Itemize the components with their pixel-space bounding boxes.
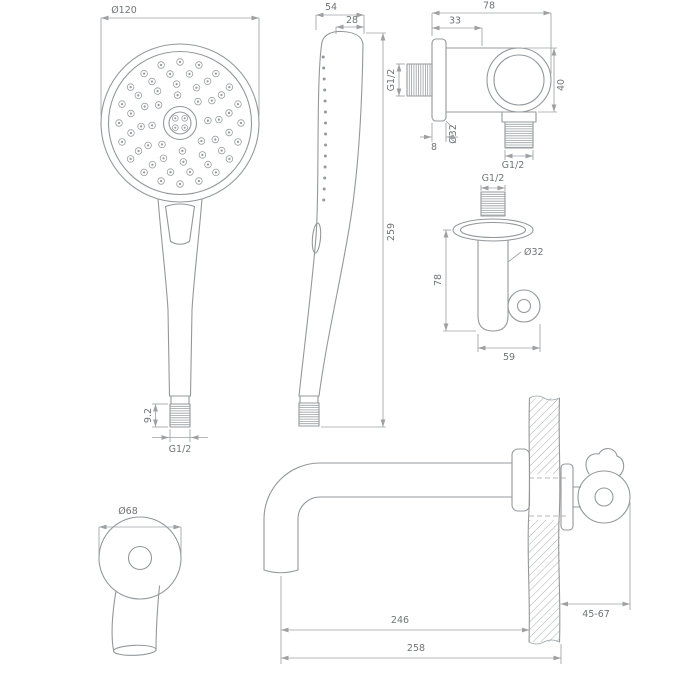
dim-spout-total-length: 258	[281, 643, 562, 664]
dim-holder-projection: 59	[477, 324, 541, 363]
wall-break-top	[529, 395, 560, 401]
dim-holder-height: 78	[433, 229, 476, 332]
wall-rosette	[431, 38, 447, 122]
dim-head-diameter: Ø120	[100, 5, 260, 116]
wall-front-face	[527, 397, 531, 643]
spray-nozzles-side	[321, 55, 328, 202]
dim-label-spout-rosette-diameter: Ø68	[118, 506, 138, 517]
dim-label-rosette-depth: 8	[431, 142, 437, 153]
spout-tube-inner	[297, 496, 513, 571]
handle	[157, 198, 203, 405]
inlet-thread	[406, 63, 433, 97]
spout-rosette	[98, 516, 182, 600]
holder-clip-hub	[516, 298, 532, 314]
dim-label-connection-thread: G1/2	[169, 444, 192, 455]
dim-body-height: 40	[524, 47, 567, 113]
dim-neck-depth: 28	[335, 15, 365, 34]
dim-label-inlet-thread: G1/2	[386, 69, 397, 92]
wall-break-bottom	[528, 639, 560, 645]
dim-label-holder-rosette-diameter: Ø32	[524, 247, 544, 258]
mode-button-side	[311, 222, 322, 254]
dim-spout-reach: 246	[280, 576, 530, 664]
connection-thread	[169, 403, 191, 428]
shower-holder-view: G1/2 Ø32 78 59	[433, 173, 544, 363]
dim-body-offset: 33	[432, 16, 483, 46]
dim-connection-thread: G1/2	[152, 429, 208, 455]
spout-front-view: Ø68	[98, 506, 182, 656]
shower-head-face	[100, 43, 260, 203]
wall-holder-clip-hook	[585, 448, 625, 477]
side-profile	[298, 30, 364, 397]
dim-thread-length: 9.2	[143, 403, 168, 428]
dim-inlet-thread: G1/2	[386, 63, 405, 97]
dim-spout-rosette-diameter: Ø68	[98, 506, 182, 555]
holder-clip	[507, 289, 541, 323]
wall-holder-hub	[594, 487, 614, 507]
wall-holder-side-view	[560, 448, 631, 531]
dim-label-rosette-diameter-elbow: Ø32	[448, 124, 459, 144]
elbow-body	[486, 47, 552, 113]
dim-label-outlet-thread: G1/2	[502, 160, 525, 171]
dim-label-body-offset: 33	[449, 16, 461, 27]
dim-label-head-depth: 54	[325, 2, 337, 13]
wall-back-face	[558, 397, 561, 643]
dim-label-wall-mount-range: 45-67	[582, 609, 610, 620]
handshower-front-view: Ø120 9.2 G1/2	[100, 5, 260, 455]
spout-flange-side	[511, 448, 531, 512]
holder-body	[477, 239, 509, 332]
dim-label-total-projection: 78	[483, 1, 495, 12]
wall-holder-rosette	[560, 463, 574, 531]
dim-label-total-height: 259	[386, 223, 397, 241]
wall-assembly-view: 246 258 45-67	[263, 395, 631, 664]
elbow-cap	[493, 54, 545, 106]
holder-rosette	[452, 218, 534, 242]
outlet-collar	[501, 111, 537, 123]
dim-rosette-diameter-elbow: Ø32	[445, 120, 459, 144]
outlet-thread	[504, 121, 534, 149]
spout-outlet-side	[263, 569, 299, 574]
spout-hub	[127, 545, 153, 571]
mode-button	[164, 203, 196, 245]
dim-label-spout-reach: 246	[391, 615, 409, 626]
dim-label-head-diameter: Ø120	[111, 5, 137, 16]
holder-thread	[480, 191, 506, 217]
head-outer-rim	[100, 43, 260, 203]
wall-holder-body	[577, 470, 631, 524]
dim-wall-mount-range: 45-67	[560, 502, 631, 620]
head-inner-rim	[107, 50, 253, 196]
dim-label-holder-height: 78	[433, 274, 444, 286]
dim-holder-rosette-diameter: Ø32	[507, 247, 544, 263]
handshower-side-view: 54 28 259	[298, 2, 397, 428]
center-jet-ring-inner	[168, 111, 192, 135]
handle-collar-side	[299, 395, 319, 404]
spout-tube-outer	[263, 462, 513, 571]
dim-label-body-height: 40	[556, 79, 567, 91]
wall-elbow-view: 78 33 G1/2 Ø32 40 8	[386, 1, 567, 172]
dim-label-holder-projection: 59	[503, 352, 515, 363]
center-jet-ring	[162, 105, 198, 141]
dim-label-thread-length: 9.2	[143, 408, 154, 423]
spout-outlet-front	[112, 644, 157, 656]
dim-total-projection: 78	[431, 1, 552, 74]
dim-outlet-thread: G1/2	[502, 150, 534, 171]
dim-rosette-depth: 8	[420, 123, 458, 153]
dim-holder-thread: G1/2	[480, 173, 506, 191]
dim-label-holder-thread: G1/2	[482, 173, 505, 184]
dim-label-neck-depth: 28	[346, 15, 358, 26]
holder-rosette-inner	[459, 221, 527, 239]
connection-thread-side	[298, 402, 320, 427]
handle-collar	[170, 395, 190, 405]
dim-label-spout-total-length: 258	[407, 643, 425, 654]
spout-tube-front	[111, 585, 161, 656]
spray-nozzles	[115, 58, 245, 188]
wall-penetration	[528, 474, 561, 520]
spout-side-view	[263, 448, 531, 574]
dim-total-height: 259	[321, 32, 397, 428]
